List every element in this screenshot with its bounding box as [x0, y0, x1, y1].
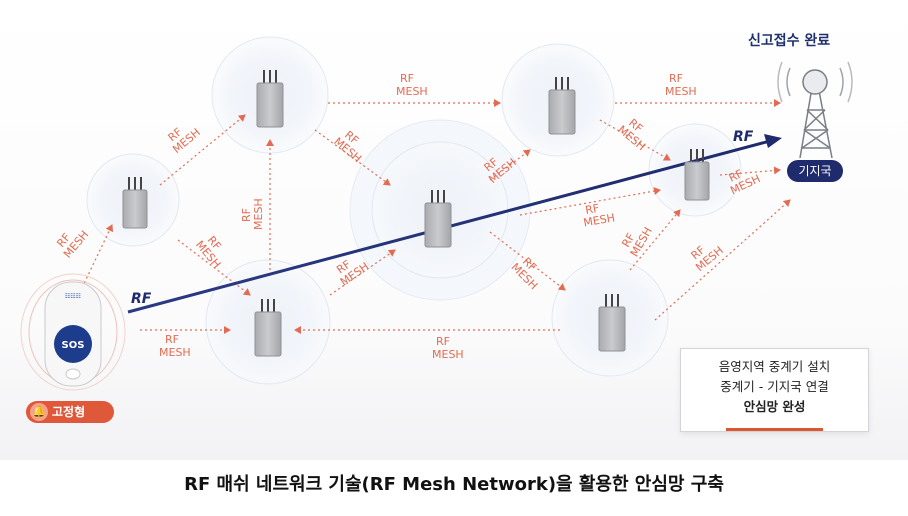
svg-text:☷☷☷: ☷☷☷	[65, 293, 81, 300]
repeater-device-icon	[424, 190, 452, 248]
mesh-label: RF	[400, 72, 414, 85]
mesh-label: MESH	[159, 346, 191, 359]
bell-icon: 🔔	[30, 403, 48, 421]
repeater-devices	[122, 70, 710, 357]
mesh-label: RF	[436, 335, 450, 348]
info-line: 안심망 완성	[743, 399, 806, 414]
rf-label-right: RF	[733, 129, 754, 145]
rf-label-left: RF	[131, 291, 152, 307]
repeater-device-icon	[684, 149, 710, 201]
mesh-label: RF	[584, 202, 600, 217]
figure-caption: RF 매쉬 네트워크 기술(RF Mesh Network)을 활용한 안심망 …	[184, 474, 724, 495]
cell-tower-icon	[777, 61, 853, 159]
repeater-device-icon	[256, 70, 284, 128]
sos-button-icon	[54, 325, 92, 363]
sos-label: SOS	[62, 340, 85, 351]
fixed-type-badge: 🔔 고정형	[26, 401, 114, 423]
mesh-label: RF	[165, 333, 179, 346]
mesh-links	[79, 99, 791, 334]
mesh-label: RF	[619, 231, 637, 250]
info-line: 음영지역 중계기 설치	[718, 359, 831, 374]
repeater-device-icon	[548, 77, 576, 135]
mesh-label: RF	[669, 72, 683, 85]
mesh-label: MESH	[396, 85, 428, 98]
mesh-label: RF	[240, 208, 253, 222]
sos-device: ☷☷☷ SOS	[20, 273, 126, 391]
mesh-label: MESH	[432, 348, 464, 361]
mesh-label: MESH	[252, 198, 265, 230]
mesh-label: RF	[727, 167, 745, 185]
info-line: 중계기 - 기지국 연결	[720, 379, 829, 394]
report-complete-label: 신고접수 완료	[748, 33, 831, 49]
accent-bar	[726, 428, 823, 431]
mesh-label: MESH	[665, 85, 697, 98]
repeater-device-icon	[598, 294, 626, 352]
info-box: 음영지역 중계기 설치 중계기 - 기지국 연결 안심망 완성	[680, 348, 869, 432]
fixed-type-label: 고정형	[52, 405, 86, 419]
mesh-label: MESH	[582, 211, 615, 229]
repeater-device-icon	[254, 299, 282, 357]
repeater-device-icon	[122, 177, 148, 229]
station-badge: 기지국	[787, 160, 843, 182]
